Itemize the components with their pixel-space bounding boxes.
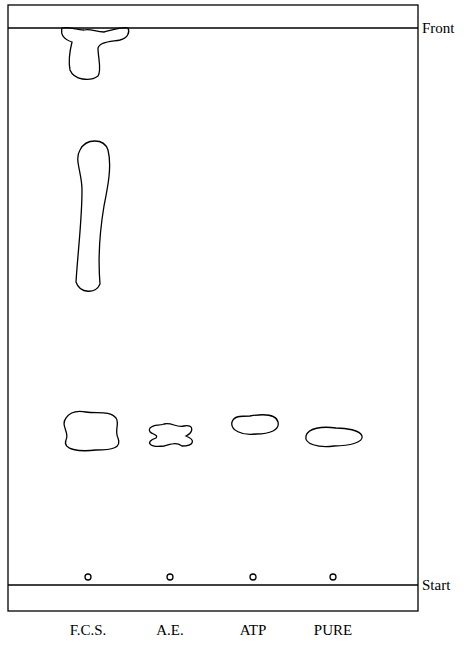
lane-label: PURE [314,623,352,638]
lane-label: A.E. [156,623,184,638]
origin-dot [250,574,256,580]
spot [306,427,362,446]
start-label: Start [422,578,450,593]
spot [232,415,278,434]
spot [64,411,119,450]
lane-label: ATP [240,623,267,638]
plate-border [8,5,418,611]
origin-dot [330,574,336,580]
spot [76,141,110,291]
origin-dot [167,574,173,580]
front-label: Front [422,21,455,36]
origin-dot [85,574,91,580]
spot [149,424,192,447]
spot [62,27,129,79]
start-line [8,584,418,585]
lane-label: F.C.S. [70,623,107,638]
